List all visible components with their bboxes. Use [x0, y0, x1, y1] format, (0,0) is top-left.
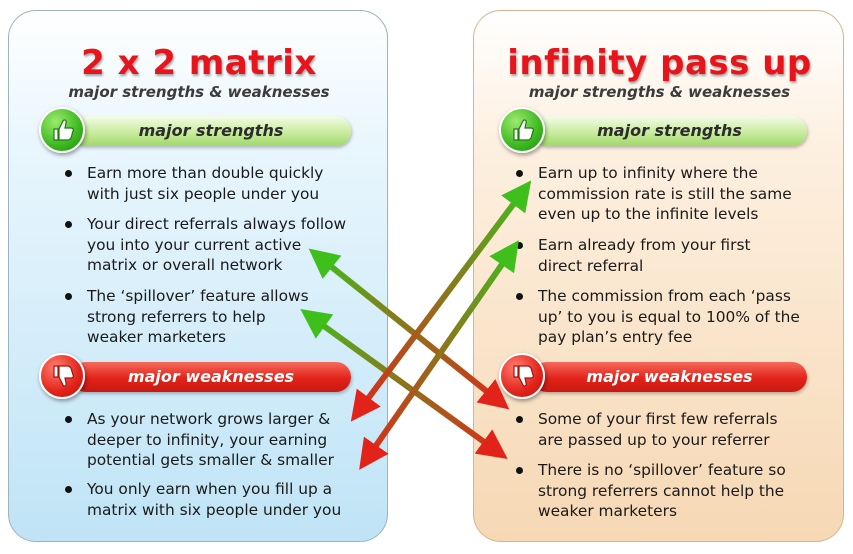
bullet-icon [65, 486, 72, 493]
left-panel-2x2-matrix: 2 x 2 matrix major strengths & weaknesse… [8, 10, 388, 542]
thumbs-up-icon [499, 107, 545, 153]
left-strengths-list: Earn more than double quickly with just … [61, 163, 381, 353]
bullet-icon [516, 467, 523, 474]
left-strength-item-3: The ‘spillover’ feature allows strong re… [61, 286, 309, 348]
bullet-icon [516, 242, 523, 249]
right-weakness-item-1: Some of your first few referrals are pas… [512, 409, 778, 450]
bullet-icon [65, 170, 72, 177]
thumbs-down-icon [39, 353, 85, 399]
right-weaknesses-list: Some of your first few referrals are pas… [512, 409, 842, 529]
left-weakness-item-1: As your network grows larger & deeper to… [61, 409, 334, 471]
bullet-icon [516, 170, 523, 177]
left-panel-title: 2 x 2 matrix [81, 43, 317, 83]
right-strengths-header: major strengths [532, 116, 807, 146]
right-strengths-list: Earn up to infinity where the commission… [512, 163, 842, 353]
bullet-icon [516, 416, 523, 423]
bullet-icon [516, 293, 523, 300]
bullet-icon [65, 293, 72, 300]
right-strength-item-2: Earn already from your first direct refe… [512, 235, 751, 276]
right-strength-item-3: The commission from each ‘pass up’ to yo… [512, 286, 800, 348]
left-strength-item-2: Your direct referrals always follow you … [61, 214, 346, 276]
thumbs-down-icon [499, 353, 545, 399]
right-weaknesses-header: major weaknesses [532, 362, 807, 392]
bullet-icon [65, 416, 72, 423]
right-panel-infinity-pass-up: infinity pass up major strengths & weakn… [473, 10, 844, 542]
left-weaknesses-header: major weaknesses [71, 362, 351, 392]
left-strength-item-1: Earn more than double quickly with just … [61, 163, 323, 204]
right-strength-item-1: Earn up to infinity where the commission… [512, 163, 792, 225]
left-weakness-item-2: You only earn when you fill up a matrix … [61, 479, 341, 520]
left-weaknesses-list: As your network grows larger & deeper to… [61, 409, 381, 529]
right-panel-title: infinity pass up [507, 43, 812, 83]
thumbs-up-icon [39, 107, 85, 153]
left-strengths-header: major strengths [71, 116, 351, 146]
bullet-icon [65, 221, 72, 228]
right-weakness-item-2: There is no ‘spillover’ feature so stron… [512, 460, 786, 522]
left-panel-subtitle: major strengths & weaknesses [68, 83, 330, 101]
right-panel-subtitle: major strengths & weaknesses [528, 83, 791, 101]
